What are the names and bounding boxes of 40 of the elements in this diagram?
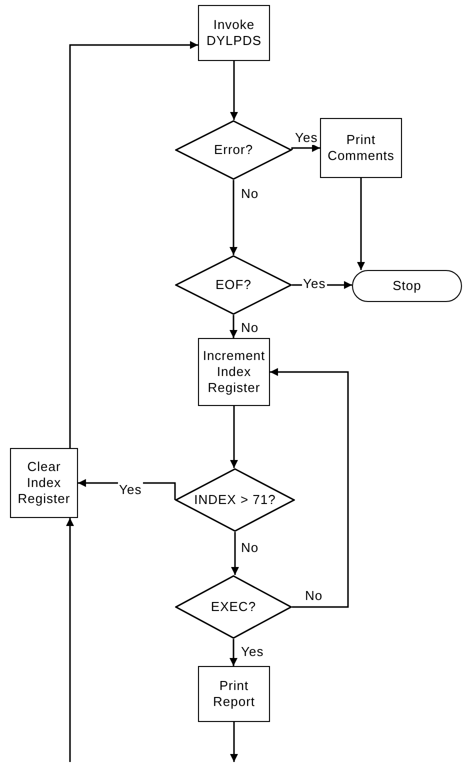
edge-label: Yes [118, 482, 143, 497]
arrow [291, 144, 320, 152]
decision-diamond [175, 120, 292, 180]
node-label: Stop [392, 278, 422, 294]
decision-diamond [175, 255, 292, 315]
node-label: Print Report [212, 678, 256, 710]
decision-diamond [175, 575, 292, 639]
arrow [230, 180, 238, 255]
process-box [198, 338, 270, 406]
edge-label: No [240, 186, 260, 201]
process-box [198, 5, 270, 61]
process-box [10, 448, 78, 518]
edge-label: Yes [294, 130, 319, 145]
node-label: Increment Index Register [202, 348, 266, 396]
process-box [198, 666, 270, 722]
arrow [230, 722, 238, 762]
terminator [352, 270, 462, 302]
edge-label: Yes [302, 276, 327, 291]
node-label: Invoke DYLPDS [205, 17, 263, 49]
arrow [231, 532, 239, 575]
arrow [230, 61, 238, 120]
arrow [69, 41, 198, 448]
node-label: INDEX > 71? [193, 492, 277, 508]
node-label: Error? [212, 142, 254, 158]
arrow [270, 368, 349, 608]
decision-diamond [175, 468, 295, 532]
arrow [230, 639, 238, 666]
arrow [230, 315, 238, 338]
arrow [66, 518, 74, 762]
edge-label: No [304, 588, 324, 603]
node-label: Clear Index Register [16, 459, 72, 507]
edge-label: No [240, 320, 260, 335]
node-label: EOF? [214, 277, 252, 293]
node-label: Print Comments [326, 132, 396, 164]
arrow [357, 178, 365, 270]
arrow [230, 406, 238, 468]
edge-label: Yes [240, 644, 265, 659]
process-box [320, 118, 402, 178]
edge-label: No [240, 540, 260, 555]
node-label: EXEC? [210, 599, 258, 615]
